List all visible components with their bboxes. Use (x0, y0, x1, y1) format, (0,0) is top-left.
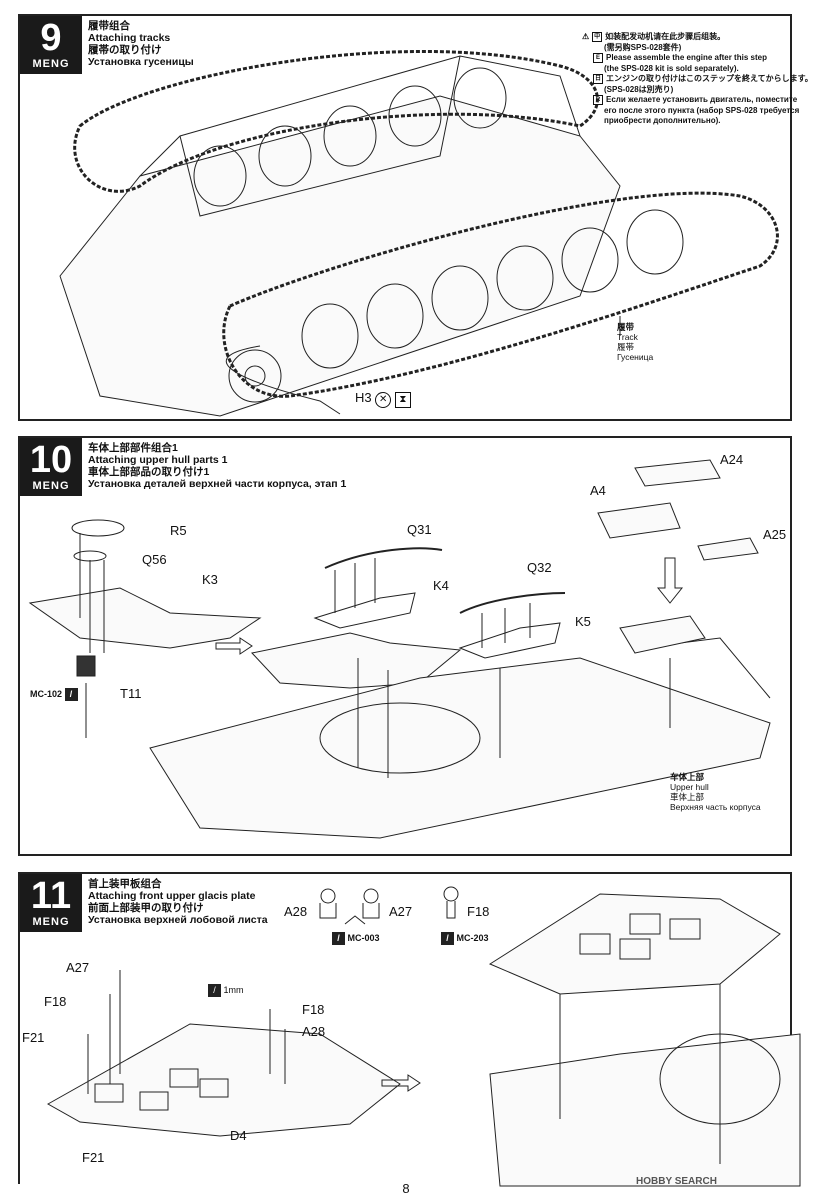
flag-ru-icon: R (593, 95, 603, 105)
step-title: 首上装甲板组合 Attaching front upper glacis pla… (88, 878, 268, 926)
title-jp: 履帯の取り付け (88, 44, 162, 56)
cement-icon: / (441, 932, 454, 945)
part-a4-label: A4 (590, 483, 606, 498)
glacis-plate-drawing (46, 886, 801, 1187)
step-title: 车体上部部件组合1 Attaching upper hull parts 1 車… (88, 442, 347, 490)
step-number: 9 (40, 17, 62, 59)
part-q56-label: Q56 (142, 552, 167, 567)
glue-mc203-badge: / MC-203 (441, 932, 489, 945)
step-number: 11 (30, 875, 72, 917)
step-9-panel: 9 MENG 履带组合 Attaching tracks 履帯の取り付け Уст… (18, 14, 813, 421)
part-a28-label: A28 (302, 1024, 326, 1039)
cut-part-icon: ⧗ (394, 392, 411, 408)
cement-icon: / (332, 932, 345, 945)
upper-hull-label: 车体上部 Upper hull 車体上部 Верхняя часть корпу… (670, 772, 761, 812)
glue-mc102-badge: MC-102 / (30, 688, 78, 701)
watermark: HOBBY SEARCH (636, 1176, 717, 1187)
brand-logo: MENG (32, 480, 70, 492)
step-11-panel: 11 MENG 首上装甲板组合 Attaching front upper gl… (18, 872, 801, 1187)
part-f21-label: F21 (22, 1030, 45, 1045)
part-a28-label: A28 (284, 904, 308, 919)
part-q32-label: Q32 (527, 560, 552, 575)
part-k3-label: K3 (202, 572, 218, 587)
part-a25-label: A25 (763, 527, 787, 542)
title-ru: Установка гусеницы (88, 56, 194, 68)
drill-size-badge: / 1mm (208, 984, 244, 997)
step-number-badge: 11 MENG (20, 874, 82, 932)
part-h3-label: H3 ✕ ⧗ (355, 390, 411, 408)
part-k4-label: K4 (433, 578, 449, 593)
part-t11-label: T11 (120, 686, 142, 701)
step-title: 履带组合 Attaching tracks 履帯の取り付け Установка … (88, 20, 194, 68)
part-a27-label: A27 (389, 904, 413, 919)
part-d4-label: D4 (230, 1128, 247, 1143)
brand-logo: MENG (32, 58, 70, 70)
part-f18-label: F18 (302, 1002, 325, 1017)
brand-logo: MENG (32, 916, 70, 928)
part-q31-label: Q31 (407, 522, 432, 537)
part-r5-label: R5 (170, 523, 187, 538)
part-f18-label: F18 (44, 994, 67, 1009)
part-a24-label: A24 (720, 452, 744, 467)
flag-cn-icon: 中 (592, 32, 603, 42)
drill-icon: / (208, 984, 221, 997)
part-f18-label: F18 (467, 904, 490, 919)
glue-mc003-badge: / MC-003 (332, 932, 380, 945)
step-number: 10 (29, 439, 73, 481)
flag-jp-icon: 日 (593, 74, 603, 84)
title-cn: 履带组合 (88, 20, 130, 32)
title-en: Attaching tracks (88, 32, 171, 44)
upper-hull-drawing (28, 459, 771, 839)
cement-icon: / (64, 688, 78, 701)
step-number-badge: 10 MENG (20, 438, 82, 496)
warning-icon: ⚠ (582, 32, 590, 41)
page-number: 8 (402, 1181, 410, 1196)
part-f21-label: F21 (82, 1150, 105, 1165)
part-a27-label: A27 (66, 960, 90, 975)
track-label: 履带 Track 履帯 Гусеница (617, 322, 654, 362)
step-10-panel: 10 MENG 车体上部部件组合1 Attaching upper hull p… (18, 436, 792, 856)
track-assembly-drawing (59, 49, 779, 417)
step-number-badge: 9 MENG (20, 16, 82, 74)
flag-en-icon: E (593, 53, 603, 63)
do-not-glue-icon: ✕ (375, 392, 392, 408)
part-k5-label: K5 (575, 614, 591, 629)
